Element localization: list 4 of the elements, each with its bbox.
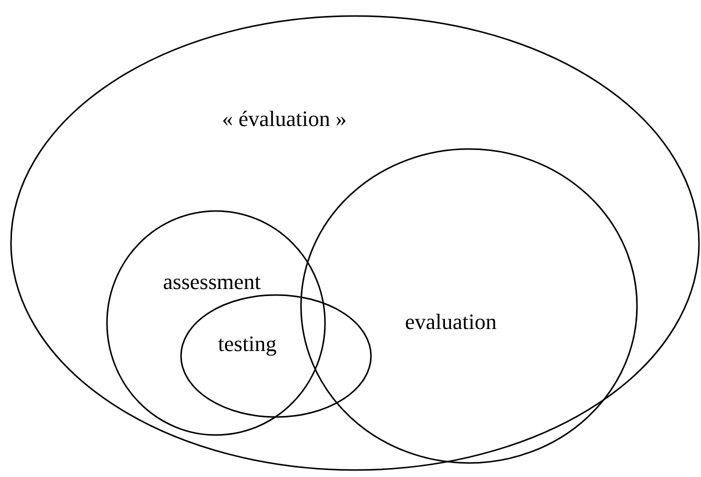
set-label: assessment — [163, 270, 261, 294]
set-label: testing — [218, 332, 277, 356]
set-label: evaluation — [405, 310, 497, 334]
set-label: « évaluation » — [222, 107, 347, 132]
